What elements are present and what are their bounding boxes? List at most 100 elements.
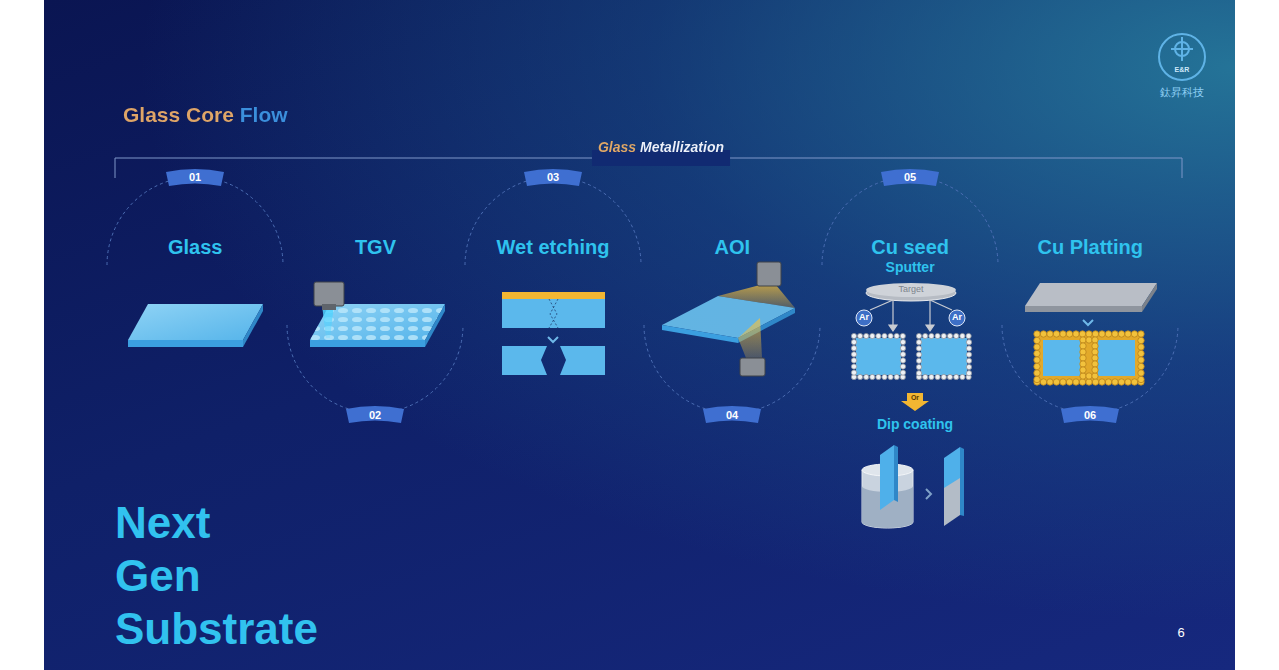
step-badge	[346, 406, 404, 423]
particle-dot	[1086, 331, 1092, 337]
tgv-slab	[310, 282, 445, 347]
particle-dot	[1053, 331, 1059, 337]
particle-dot	[900, 333, 905, 338]
argon-label: Ar	[952, 313, 962, 323]
particle-dot	[954, 374, 959, 379]
target-label: Target	[898, 285, 923, 295]
particle-dot	[916, 346, 921, 351]
step-number: 06	[1084, 409, 1096, 421]
sputter-figure	[851, 283, 971, 411]
particle-dot	[1034, 344, 1040, 350]
section-label: Glass Metallization	[598, 140, 724, 155]
step-badge	[881, 169, 939, 186]
particle-dot	[876, 374, 881, 379]
process-step: Cu seedSputter	[867, 235, 953, 275]
step-badges	[166, 169, 1119, 423]
particle-dot	[947, 374, 952, 379]
particle-dot	[935, 333, 940, 338]
particle-dot	[1086, 373, 1092, 379]
step-number: 05	[904, 171, 916, 183]
particle-dot	[900, 340, 905, 345]
particle-dot	[1118, 331, 1124, 337]
step-badge	[1061, 406, 1119, 423]
process-step: Cu Platting	[1033, 235, 1147, 259]
step-title: AOI	[710, 235, 754, 259]
step-badge	[703, 406, 761, 423]
particle-dot	[916, 358, 921, 363]
particle-dot	[1131, 331, 1137, 337]
particle-dot	[1138, 363, 1144, 369]
particle-dot	[1125, 379, 1131, 385]
particle-dot	[858, 333, 863, 338]
particle-dot	[966, 346, 971, 351]
wet-etching-figure	[502, 292, 605, 375]
particle-dot	[929, 374, 934, 379]
step-title: Cu Platting	[1033, 235, 1147, 259]
particle-dot	[894, 374, 899, 379]
particle-dot	[1092, 337, 1098, 343]
particle-dot	[882, 333, 887, 338]
cu-plating-figure	[1025, 283, 1157, 385]
particle-dot	[1053, 379, 1059, 385]
glass-slab	[128, 304, 263, 347]
company-logo	[1159, 34, 1205, 80]
particle-dot	[935, 374, 940, 379]
particle-dot	[929, 333, 934, 338]
step-arc	[107, 177, 283, 265]
slide-title: Glass Core Flow	[123, 103, 288, 126]
particle-dot	[966, 371, 971, 376]
particle-dot	[916, 352, 921, 357]
particle-dot	[923, 374, 928, 379]
aoi-figure	[662, 262, 795, 376]
particle-dot	[947, 333, 952, 338]
particle-dot	[1092, 343, 1098, 349]
particle-dot	[1092, 349, 1098, 355]
particle-dot	[966, 333, 971, 338]
particle-dot	[1080, 367, 1086, 373]
step-subtitle: Sputter	[867, 259, 953, 275]
particle-dot	[1092, 355, 1098, 361]
step-arc	[822, 177, 998, 265]
particle-dot	[1138, 357, 1144, 363]
particle-dot	[900, 352, 905, 357]
particle-dot	[966, 340, 971, 345]
particle-dot	[1092, 367, 1098, 373]
particle-dot	[954, 333, 959, 338]
particle-dot	[1138, 376, 1144, 382]
particle-dot	[851, 352, 856, 357]
particle-dot	[1073, 331, 1079, 337]
particle-dot	[1060, 331, 1066, 337]
particle-dot	[1080, 361, 1086, 367]
process-step: TGV	[350, 235, 400, 259]
particle-dot	[851, 358, 856, 363]
particle-dot	[1034, 370, 1040, 376]
particle-dot	[1138, 337, 1144, 343]
particle-dot	[923, 333, 928, 338]
particle-dot	[1080, 343, 1086, 349]
particle-dot	[1080, 355, 1086, 361]
page-number: 6	[1177, 626, 1184, 640]
particle-dot	[1066, 379, 1072, 385]
particle-dot	[900, 370, 905, 375]
particle-dot	[1099, 331, 1105, 337]
particle-dot	[1080, 337, 1086, 343]
step-number: 03	[547, 171, 559, 183]
particle-dot	[1034, 376, 1040, 382]
step-arc	[644, 325, 820, 413]
particle-dot	[941, 374, 946, 379]
particle-dot	[1066, 331, 1072, 337]
particle-dot	[851, 346, 856, 351]
particle-dot	[1092, 373, 1098, 379]
particle-dot	[1118, 379, 1124, 385]
step-badge	[524, 169, 582, 186]
particle-dot	[1092, 331, 1098, 337]
particle-dot	[916, 340, 921, 345]
step-title: TGV	[350, 235, 400, 259]
particle-dot	[1086, 379, 1092, 385]
particle-dot	[888, 374, 893, 379]
particle-dot	[888, 333, 893, 338]
particle-dot	[1080, 349, 1086, 355]
particle-dot	[1099, 379, 1105, 385]
particle-dot	[916, 371, 921, 376]
particle-dot	[851, 364, 856, 369]
